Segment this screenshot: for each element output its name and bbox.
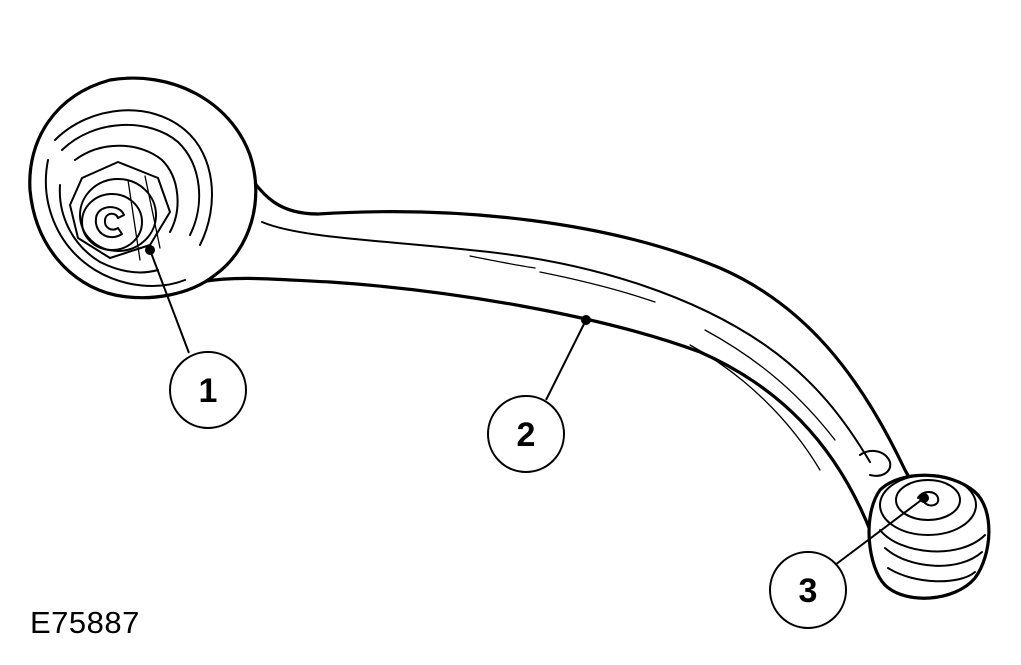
callout-1: 1 [145,245,247,429]
callout-1-circle [169,351,247,429]
callout-3: 3 [769,493,929,629]
callout-2-circle [487,395,565,473]
callout-1-label: 1 [199,372,218,410]
callout-1-leader [149,249,190,354]
ball-joint [867,473,991,600]
callout-2: 2 [487,315,591,473]
figure-id: E75887 [30,605,140,640]
inner-bush [28,76,258,300]
callout-2-label: 2 [517,416,536,454]
lower-arm [198,158,917,537]
callout-3-label: 3 [799,572,818,610]
callout-3-circle [769,551,847,629]
callout-3-leader [834,497,925,566]
callout-2-leader [545,319,587,401]
